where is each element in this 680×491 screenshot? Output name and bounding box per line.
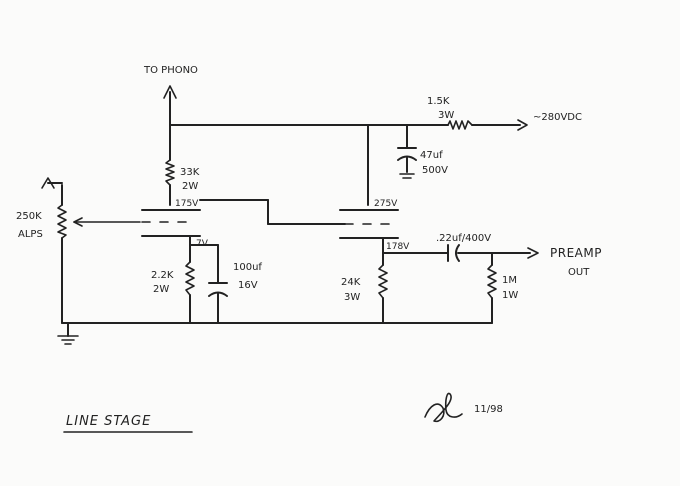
r-cathode2-value-label: 24K	[341, 277, 361, 288]
r-supply-power-label: 3W	[438, 110, 454, 121]
r-plate1-power-label: 2W	[182, 181, 198, 192]
pot-250k-icon	[57, 204, 67, 239]
cap-supply-voltage-label: 500V	[422, 165, 448, 176]
arrow-heads	[41, 85, 539, 259]
tube-1-icon	[141, 199, 269, 237]
r-cathode2-power-label: 3W	[344, 292, 360, 303]
wiring	[47, 91, 531, 337]
tube-2-icon	[339, 209, 399, 239]
cap-out-value-label: .22uf/400V	[436, 233, 491, 244]
pot-top-arrow-icon	[41, 177, 55, 189]
cap-100uf-icon	[208, 282, 228, 297]
supply-voltage-label: ~280VDC	[533, 112, 582, 123]
output-label-line2: OUT	[568, 267, 590, 278]
cap-47uf-icon	[397, 147, 417, 179]
resistor-2k2-icon	[185, 261, 195, 296]
v-cathode1-label: 7V	[196, 239, 209, 249]
supply-arrow-icon	[517, 119, 528, 131]
diagram-title: LINE STAGE	[66, 414, 151, 429]
r-cathode1-value-label: 2.2K	[151, 270, 174, 281]
v-plate2-label: 275V	[374, 199, 398, 209]
v-plate1-label: 175V	[175, 199, 199, 209]
r-plate1-value-label: 33K	[180, 167, 200, 178]
date-label: 11/98	[474, 404, 503, 415]
resistor-1m-icon	[487, 264, 497, 299]
v-cathode2-label: 178V	[386, 242, 410, 252]
pot-name-label: ALPS	[18, 229, 43, 240]
cap-022uf-icon	[447, 244, 460, 262]
cap-cathode-voltage-label: 16V	[238, 280, 258, 291]
to-phono-arrow-icon	[163, 85, 177, 99]
r-cathode1-power-label: 2W	[153, 284, 169, 295]
ground-icon	[57, 335, 79, 345]
signature-icon	[424, 392, 463, 423]
resistors	[57, 120, 497, 299]
resistor-1k5-icon	[447, 120, 473, 130]
pot-value-label: 250K	[16, 211, 42, 222]
r-out-value-label: 1M	[502, 275, 517, 286]
capacitors	[208, 147, 460, 297]
resistor-24k-icon	[378, 264, 388, 299]
cap-supply-value-label: 47uf	[420, 150, 443, 161]
output-arrow-icon	[527, 247, 539, 259]
r-supply-value-label: 1.5K	[427, 96, 450, 107]
output-label-line1: PREAMP	[550, 246, 602, 260]
resistor-33k-icon	[165, 159, 175, 186]
cap-cathode-value-label: 100uf	[233, 262, 262, 273]
to-phono-label: TO PHONO	[143, 65, 198, 76]
r-out-power-label: 1W	[502, 290, 518, 301]
